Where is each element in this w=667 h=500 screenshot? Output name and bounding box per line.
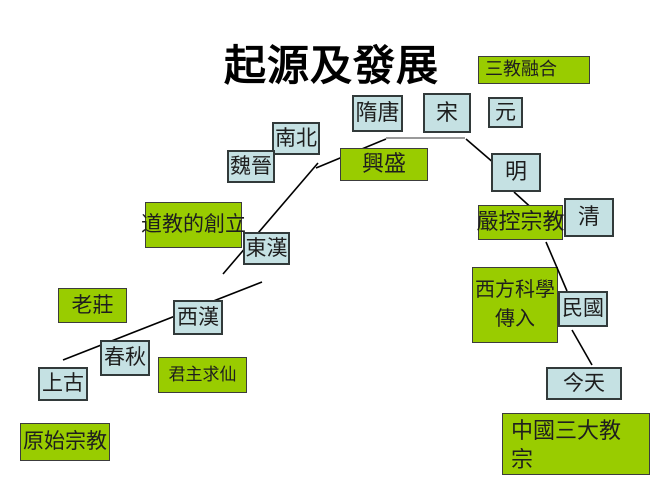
- node-chunqiu: 春秋: [100, 340, 150, 376]
- node-suitang: 隋唐: [352, 95, 403, 132]
- node-yuan: 元: [488, 97, 523, 128]
- node-zhongguo-sanda: 中國三大教 宗: [502, 413, 650, 475]
- node-song: 宋: [423, 93, 471, 133]
- node-xihan: 西漢: [173, 300, 223, 335]
- node-junzhu-qiuxian: 君主求仙: [158, 357, 247, 393]
- connector-line-minguo-jintian: [571, 329, 593, 366]
- node-yuanshi-zongjiao: 原始宗教: [20, 423, 110, 461]
- node-xifang-kexue: 西方科學 傳入: [472, 267, 558, 343]
- node-laozhuang: 老莊: [58, 288, 127, 323]
- node-nanbei: 南北: [272, 122, 320, 155]
- node-weijin: 魏晉: [227, 150, 275, 183]
- connector-line-donghan-nanbei: [222, 162, 319, 275]
- node-minguo: 民國: [558, 291, 608, 327]
- connector-line-shanggu-xihan: [62, 281, 263, 361]
- node-jintian: 今天: [546, 367, 622, 400]
- node-shanggu: 上古: [38, 367, 88, 401]
- node-donghan: 東漢: [243, 232, 290, 265]
- node-ming: 明: [491, 153, 541, 192]
- node-yankong-zongjiao: 嚴控宗教: [477, 205, 565, 240]
- node-qing: 清: [564, 198, 614, 237]
- node-xingsheng: 興盛: [340, 148, 428, 181]
- node-daojiao-chuangli: 道教的創立: [141, 202, 246, 248]
- slide-title: 起源及發展: [224, 44, 440, 90]
- node-sanjiaoronghe: 三教融合: [478, 56, 590, 84]
